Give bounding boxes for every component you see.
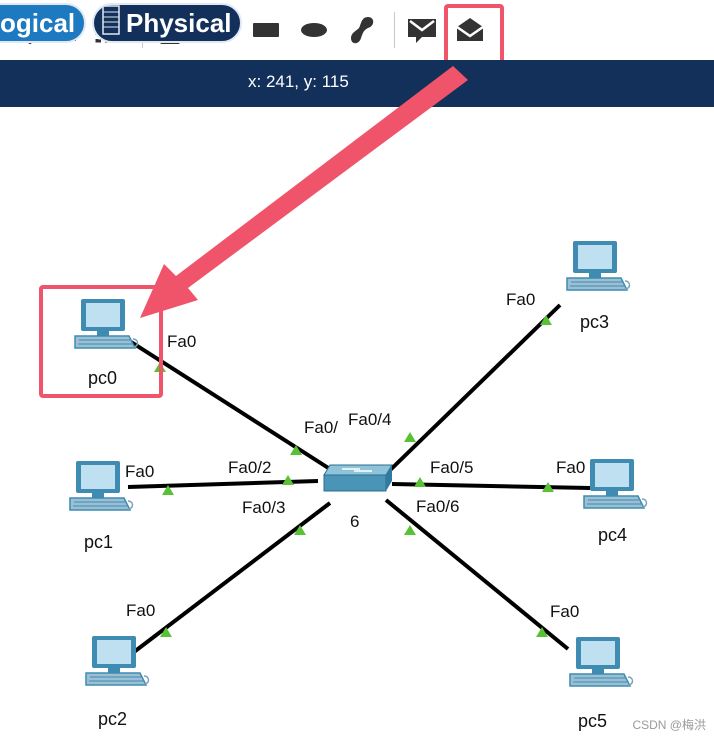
pc3-icon[interactable] [566,240,631,291]
freeform-icon[interactable] [344,12,380,48]
pc5-icon[interactable] [569,636,634,687]
cursor-coordinates: x: 241, y: 115 [248,72,349,91]
tab-logical-label: ogical [0,7,76,38]
pc3-name: pc3 [580,312,609,332]
pc4-icon[interactable] [583,458,648,509]
pc5-name: pc5 [578,711,607,731]
switch-label: 6 [350,512,359,531]
network-topology: 6 pc0 pc1 pc2 pc3 pc4 pc5 Fa0 Fa0 Fa0 Fa… [69,240,648,731]
pc2-name: pc2 [98,709,127,729]
link-pc4[interactable] [391,482,591,490]
pc0-name: pc0 [88,368,117,388]
link-light [162,485,174,495]
pc0-port-label: Fa0 [167,332,196,351]
pc0-highlight [39,285,163,398]
link-light [414,477,426,487]
pc1-name: pc1 [84,532,113,552]
link-light [542,482,554,492]
watermark: CSDN @梅洪 [632,718,706,732]
tab-physical[interactable]: Physical [92,3,242,43]
link-pc3[interactable] [381,303,562,479]
link-light [160,627,172,637]
link-pc0[interactable] [126,338,357,487]
pc5-port-label: Fa0 [550,602,579,621]
link-light [404,525,416,535]
switch-port-label-5: Fa0/5 [430,458,473,477]
tab-physical-label: Physical [126,7,232,38]
pc1-icon[interactable] [69,460,134,511]
link-pc2[interactable] [128,501,332,657]
physical-rack-icon [102,4,120,42]
switch-port-label-1: Fa0/ [304,418,338,437]
link-light [404,432,416,442]
link-light [282,475,294,485]
tab-logical[interactable]: ogical [0,3,86,43]
pc2-icon[interactable] [85,635,150,686]
link-light [540,315,552,325]
pc3-port-label: Fa0 [506,290,535,309]
link-pc5[interactable] [384,498,570,651]
rectangle-icon[interactable] [248,12,284,48]
toolbar-separator [394,12,395,48]
switch-port-label-2: Fa0/2 [228,458,271,477]
workspace-tab-bar [0,60,714,107]
simple-pdu-icon[interactable] [404,12,440,48]
switch-port-label-3: Fa0/3 [242,498,285,517]
switch-port-label-6: Fa0/6 [416,497,459,516]
link-light [536,627,548,637]
link-light [290,445,302,455]
pc1-port-label: Fa0 [125,462,154,481]
pc4-name: pc4 [598,525,627,545]
pc4-port-label: Fa0 [556,458,585,477]
pdu-tool-highlight [444,4,504,66]
logical-workspace[interactable]: 6 pc0 pc1 pc2 pc3 pc4 pc5 Fa0 Fa0 Fa0 Fa… [0,107,714,739]
switch-port-label-4: Fa0/4 [348,410,391,429]
switch-icon[interactable] [323,464,393,492]
pc2-port-label: Fa0 [126,601,155,620]
complex-pdu-icon[interactable] [452,12,488,48]
link-light [294,525,306,535]
ellipse-icon[interactable] [296,12,332,48]
